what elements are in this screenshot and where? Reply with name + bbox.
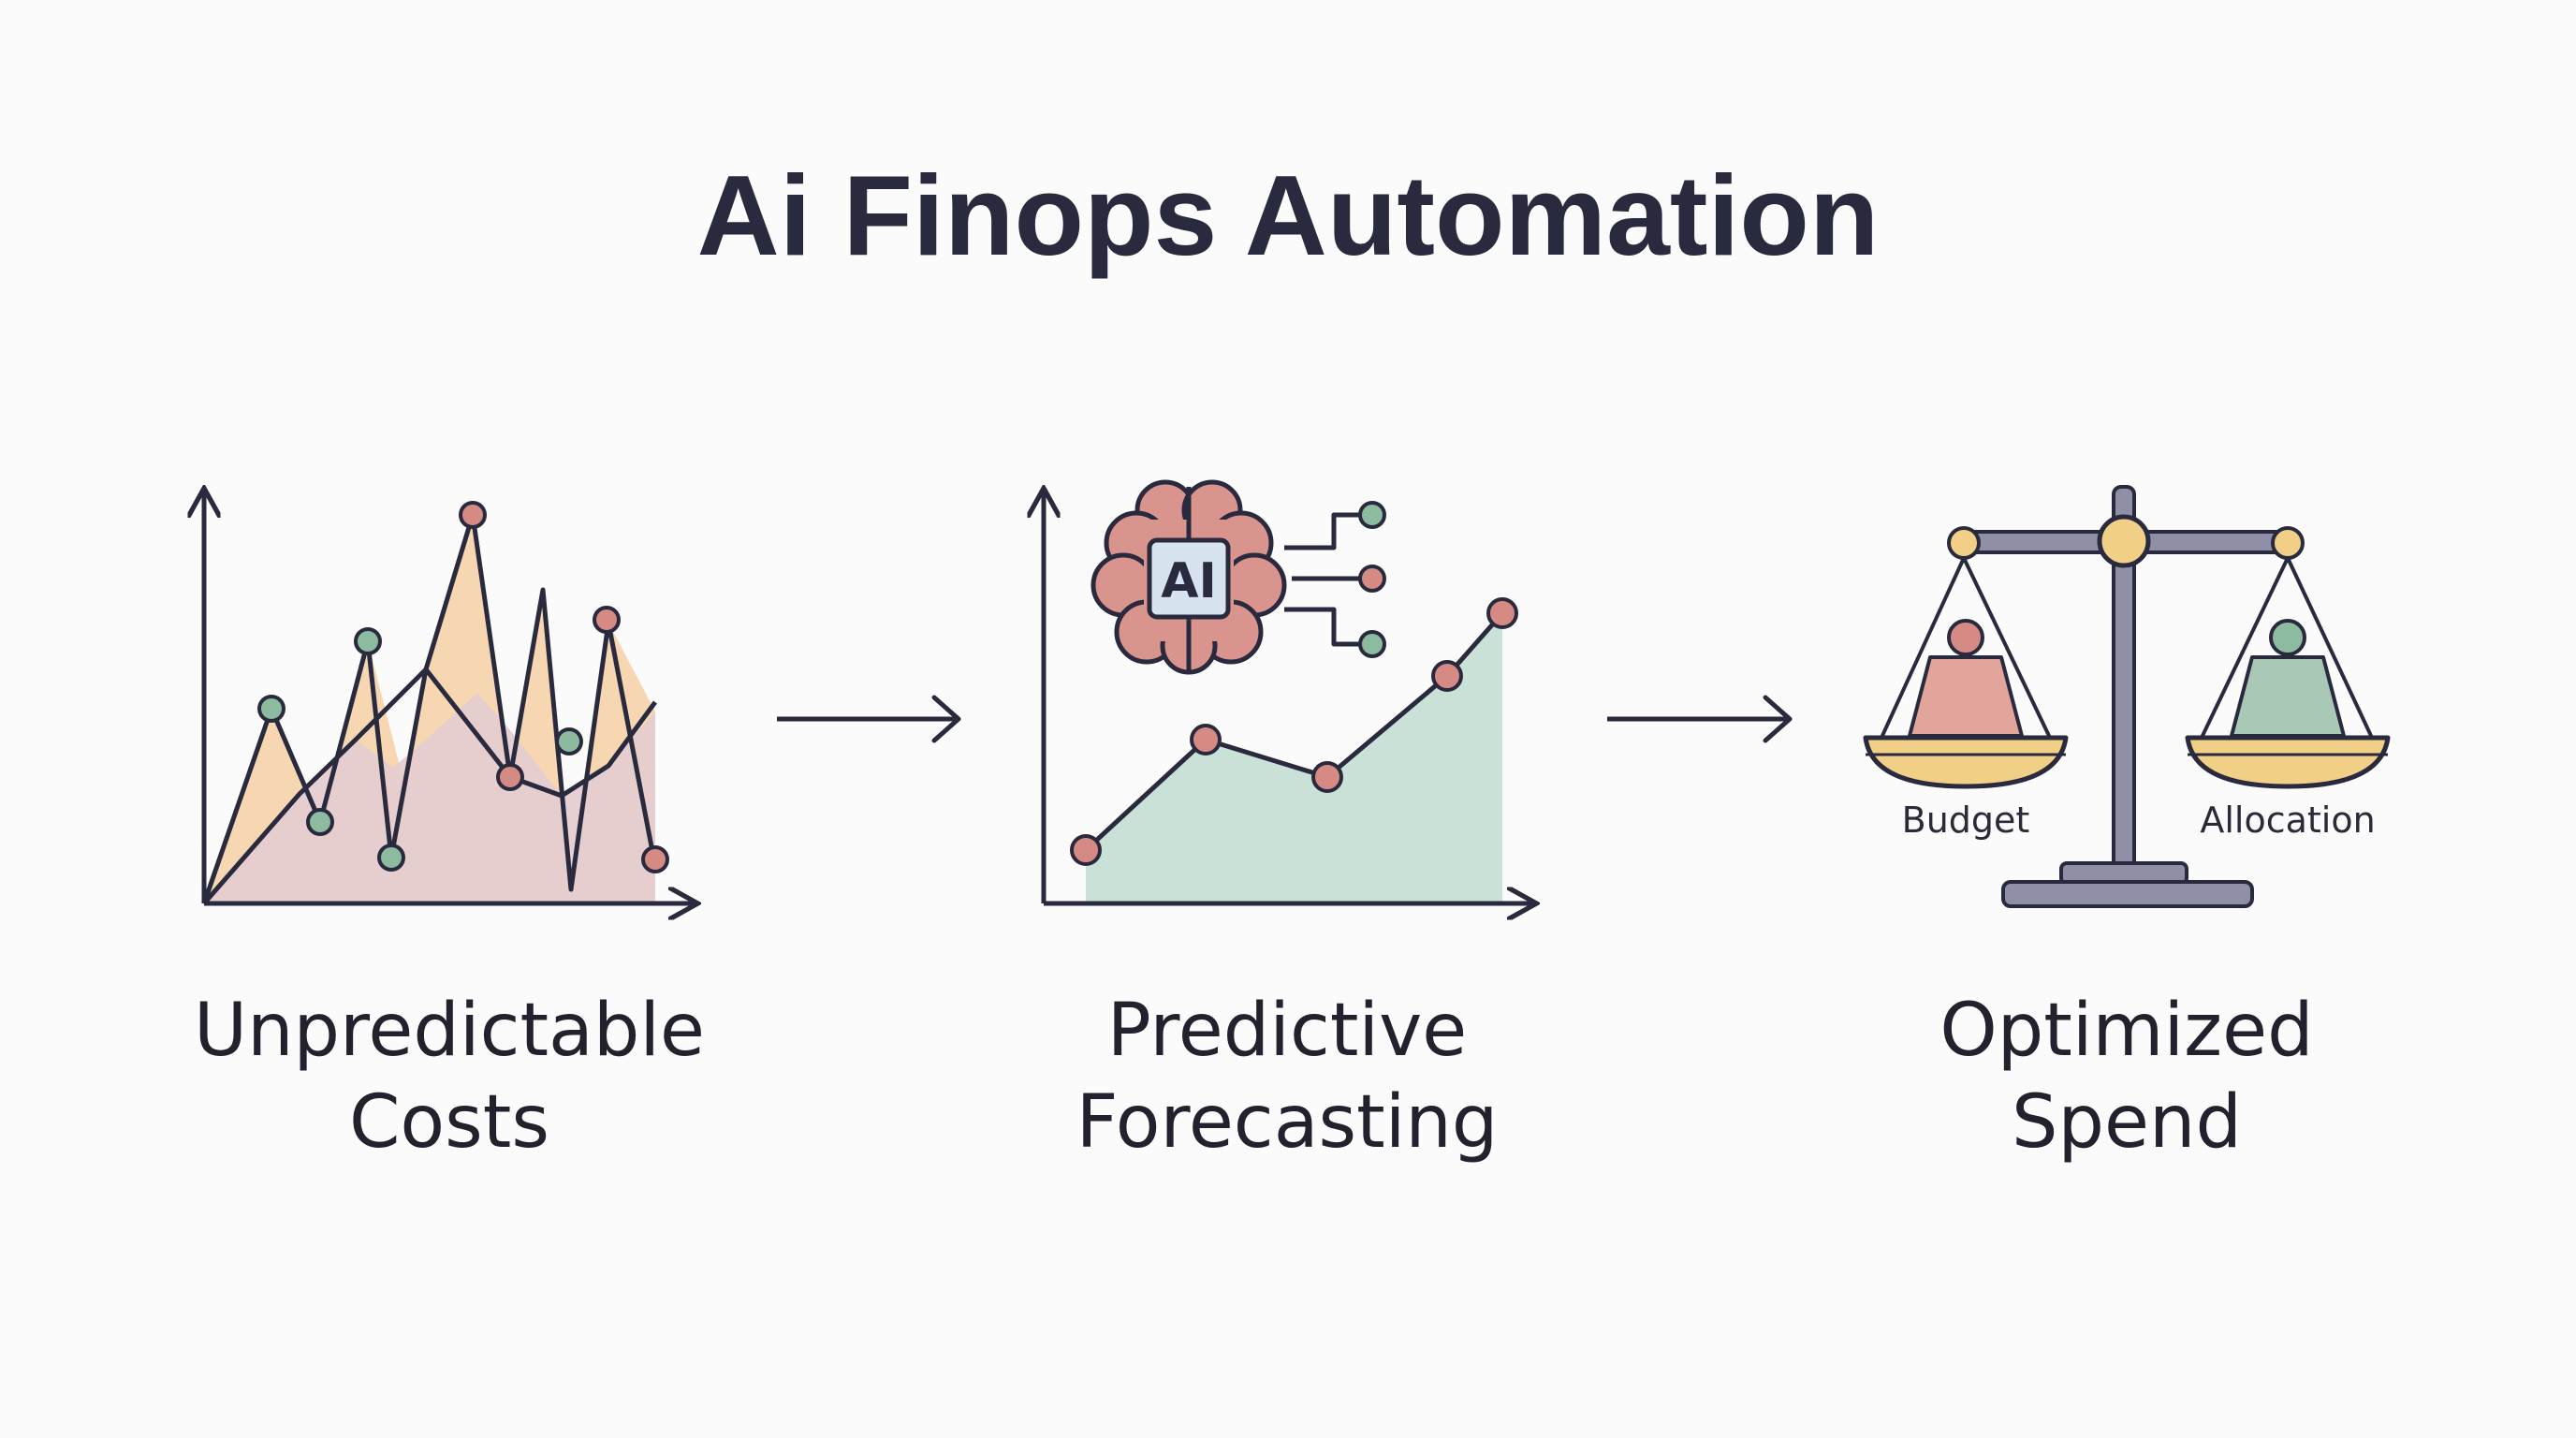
data-point [1070, 834, 1102, 866]
step-caption-optimized-spend: Optimized Spend [1752, 985, 2501, 1168]
data-point [354, 627, 382, 655]
step-caption-unpredictable-costs: Unpredictable Costs [75, 985, 824, 1168]
caption-line: Costs [348, 1080, 550, 1165]
data-point [593, 606, 621, 634]
forecast-area [1086, 613, 1502, 903]
flow-arrow-2 [1607, 695, 1793, 743]
flow-arrow-1 [777, 695, 961, 743]
circuit-lines [1284, 512, 1359, 647]
ai-chip: AI [1147, 537, 1231, 620]
caption-line: Predictive [1106, 989, 1468, 1073]
caption-line: Forecasting [1076, 1080, 1499, 1165]
circuit-node [1358, 565, 1386, 593]
scale-base [2001, 880, 2254, 908]
allocation-pan [2185, 735, 2391, 789]
allocation-label: Allocation [2200, 800, 2375, 841]
volatile-line-chart-icon [204, 492, 695, 903]
volatile-line-secondary [202, 667, 658, 905]
ai-chip-label: AI [1161, 553, 1217, 609]
data-point [555, 727, 583, 756]
volatile-line [201, 512, 658, 904]
caption-line: Spend [2012, 1080, 2242, 1165]
data-point [1311, 761, 1343, 793]
ai-brain-forecast-chart-icon: AI [1044, 479, 1533, 903]
circuit-node [1358, 630, 1386, 658]
data-point [496, 763, 524, 791]
data-point [257, 695, 285, 723]
volatile-area-front [204, 693, 655, 903]
data-point [641, 845, 669, 873]
data-point [1190, 724, 1222, 756]
scale-hub [2097, 514, 2151, 568]
step-caption-predictive-forecasting: Predictive Forecasting [913, 985, 1661, 1168]
budget-label: Budget [1902, 800, 2030, 841]
data-point [1486, 597, 1518, 629]
data-point [377, 844, 405, 872]
page-title: Ai Finops Automation [696, 152, 1880, 279]
scale-knob [2271, 526, 2305, 560]
balance-scale-icon: Budget Allocation [1863, 485, 2391, 908]
caption-line: Unpredictable [194, 989, 705, 1073]
scale-strings [1880, 557, 2374, 739]
data-point [1431, 660, 1463, 692]
scale-knob [1947, 526, 1981, 560]
data-point [459, 501, 487, 529]
caption-line: Optimized [1939, 989, 2314, 1073]
data-point [306, 808, 334, 836]
budget-pan [1863, 735, 2069, 789]
circuit-node [1358, 501, 1386, 529]
